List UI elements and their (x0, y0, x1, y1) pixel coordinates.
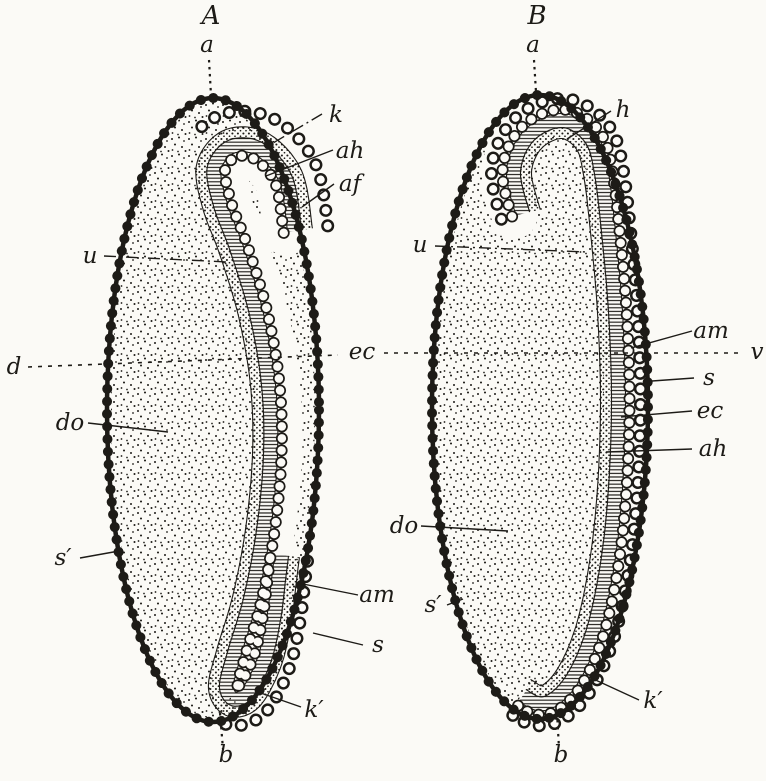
leader-ec-b (620, 410, 693, 418)
label-ec-b: ec (697, 398, 724, 424)
scallop-cells-fill (498, 105, 634, 720)
leader-s-a (312, 632, 364, 646)
amnion-cell-chain-fill (487, 94, 645, 730)
germ-band-b (482, 89, 650, 736)
d-ec-dashed-line (27, 354, 339, 368)
leaders-a (79, 113, 364, 708)
embryo-a (102, 93, 335, 733)
leader-s-prime-b (446, 598, 464, 606)
label-u-b: u (413, 232, 428, 258)
label-k-prime-b: k′ (643, 688, 663, 714)
scallop-cells-fill (220, 151, 288, 694)
band-edge-inner (530, 137, 602, 687)
label-s-prime-b: s′ (424, 592, 442, 618)
leader-k (267, 113, 323, 147)
label-ah-b: ah (699, 436, 728, 462)
leader-af (301, 183, 335, 208)
b-axis-dotted-line-a (218, 712, 225, 750)
label-am-a: am (359, 582, 395, 608)
leader-s-prime-a (79, 550, 120, 559)
label-u-a: u (83, 243, 98, 269)
germ-layer-hatched (506, 113, 626, 711)
label-a-top-b: a (526, 32, 540, 58)
leader-ah-a (265, 149, 334, 177)
label-s-prime-a: s′ (54, 545, 72, 571)
leader-do-a (87, 422, 169, 433)
label-b-bottom-a: b (219, 742, 234, 768)
label-v: v (751, 339, 764, 365)
leader-do-b (420, 525, 509, 532)
b-axis-dotted-line-b (555, 712, 561, 749)
leaders-b (420, 110, 695, 701)
label-do-a: do (56, 410, 85, 436)
leader-ah-b (605, 448, 693, 453)
label-k-prime-a: k′ (304, 697, 324, 723)
label-ec-a: ec (349, 339, 376, 365)
panel-a-title: A (200, 1, 221, 31)
amnion-cell-chain-fill (189, 107, 332, 230)
label-af: af (339, 171, 365, 197)
embryo-a-border-beads (102, 93, 324, 727)
label-s-a: s (372, 632, 384, 658)
label-d: d (7, 354, 22, 380)
label-h: h (616, 97, 631, 123)
embryo-b (427, 89, 653, 736)
label-am-b: am (693, 318, 729, 344)
band-edge-mid (519, 126, 613, 698)
label-ah-a: ah (336, 138, 365, 164)
leader-h (566, 110, 612, 140)
leader-s-b (651, 377, 695, 382)
label-a-top-a: a (200, 32, 214, 58)
labels-b: B a h u am v s ec ah do s′ k′ b (390, 1, 764, 768)
a-axis-dotted-line-b (532, 59, 538, 93)
inner-cell-layer-dotted (520, 127, 612, 697)
embryo-b-border-beads (427, 90, 653, 724)
leader-am-a (302, 583, 359, 596)
leader-k-prime-b (588, 676, 640, 701)
band-edge-inner (195, 126, 313, 718)
leader-am-b (630, 330, 693, 349)
labels-a: A a k ah af u d do s′ ec am s k′ b (7, 1, 395, 768)
panel-b-title: B (526, 1, 546, 31)
axis-lines (27, 59, 744, 750)
label-b-bottom-b: b (554, 742, 569, 768)
a-axis-dotted-line-a (207, 59, 213, 96)
label-s-b: s (703, 365, 715, 391)
leader-u-b (434, 245, 589, 253)
germ-layer-hatched (205, 136, 303, 708)
label-k: k (329, 102, 343, 128)
label-do-b: do (390, 513, 419, 539)
leader-k-prime-a (254, 690, 302, 708)
